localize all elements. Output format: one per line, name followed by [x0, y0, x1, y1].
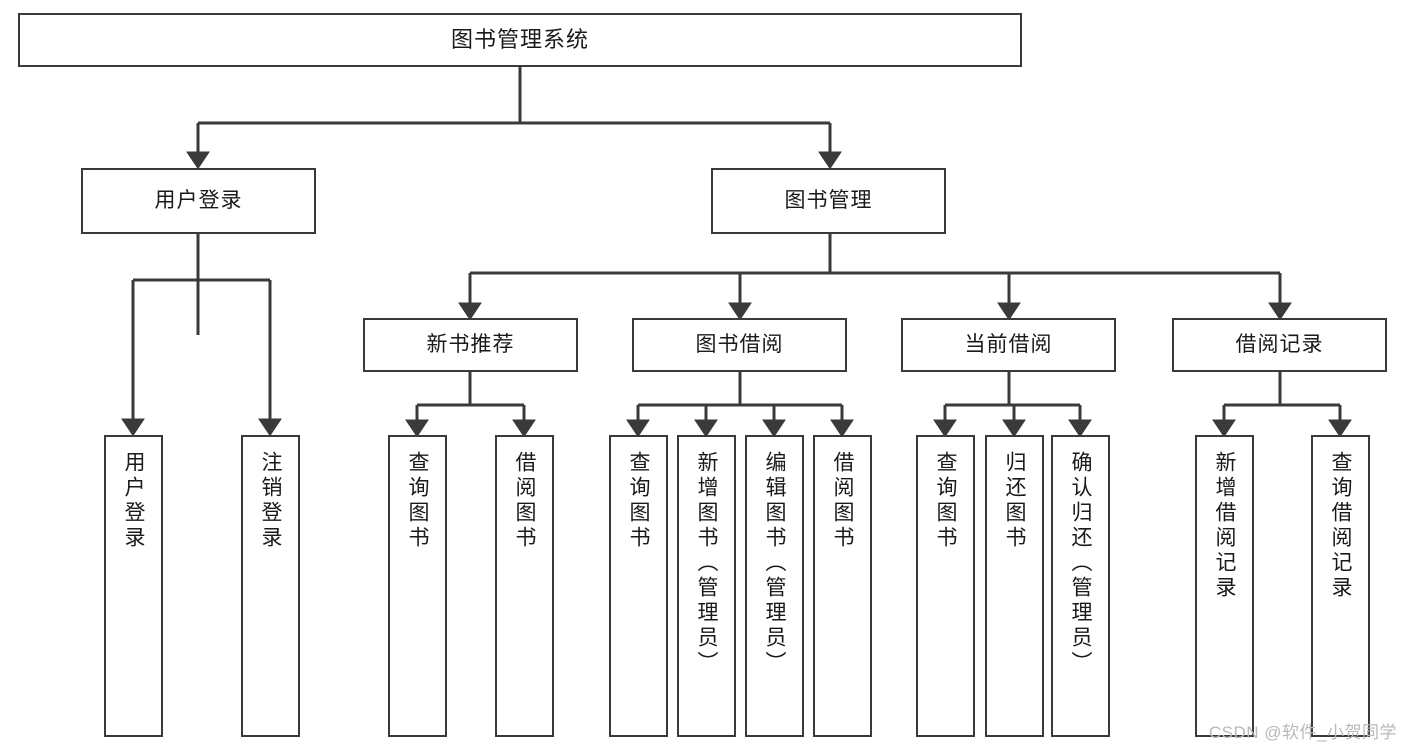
node-leaf-borrow-book-1[interactable]: 借阅图书 — [495, 435, 554, 737]
node-current-borrow[interactable]: 当前借阅 — [901, 318, 1116, 372]
node-leaf-edit-book[interactable]: 编辑图书（管理员） — [745, 435, 804, 737]
node-current-borrow-label: 当前借阅 — [964, 332, 1053, 356]
node-leaf-borrow-book-1-label: 借阅图书 — [513, 451, 536, 551]
node-leaf-logout-login[interactable]: 注销登录 — [241, 435, 300, 737]
node-leaf-query-book-3[interactable]: 查询图书 — [916, 435, 975, 737]
node-leaf-return-book-label: 归还图书 — [1003, 451, 1026, 551]
node-book-management[interactable]: 图书管理 — [711, 168, 946, 234]
node-leaf-add-record-label: 新增借阅记录 — [1213, 451, 1236, 601]
node-book-management-label: 图书管理 — [784, 188, 873, 212]
node-borrow-record[interactable]: 借阅记录 — [1172, 318, 1387, 372]
node-leaf-borrow-book-2-label: 借阅图书 — [831, 451, 854, 551]
node-leaf-query-book-1-label: 查询图书 — [406, 451, 429, 551]
node-leaf-query-record-label: 查询借阅记录 — [1329, 451, 1352, 601]
node-leaf-query-book-2-label: 查询图书 — [627, 451, 650, 551]
node-user-login[interactable]: 用户登录 — [81, 168, 316, 234]
node-leaf-confirm-return-label: 确认归还（管理员） — [1069, 451, 1092, 676]
node-leaf-user-login[interactable]: 用户登录 — [104, 435, 163, 737]
node-new-book-recommend[interactable]: 新书推荐 — [363, 318, 578, 372]
node-leaf-edit-book-label: 编辑图书（管理员） — [763, 451, 786, 676]
node-leaf-add-book-label: 新增图书（管理员） — [695, 451, 718, 676]
node-user-login-label: 用户登录 — [154, 188, 243, 212]
node-leaf-add-record[interactable]: 新增借阅记录 — [1195, 435, 1254, 737]
node-leaf-logout-login-label: 注销登录 — [259, 451, 282, 551]
node-leaf-return-book[interactable]: 归还图书 — [985, 435, 1044, 737]
node-leaf-query-book-2[interactable]: 查询图书 — [609, 435, 668, 737]
node-leaf-borrow-book-2[interactable]: 借阅图书 — [813, 435, 872, 737]
node-leaf-query-record[interactable]: 查询借阅记录 — [1311, 435, 1370, 737]
node-borrow-record-label: 借阅记录 — [1235, 332, 1324, 356]
node-leaf-confirm-return[interactable]: 确认归还（管理员） — [1051, 435, 1110, 737]
node-new-book-recommend-label: 新书推荐 — [426, 332, 515, 356]
node-root-label: 图书管理系统 — [450, 27, 589, 53]
node-root[interactable]: 图书管理系统 — [18, 13, 1022, 67]
node-leaf-user-login-label: 用户登录 — [122, 451, 145, 551]
node-leaf-query-book-1[interactable]: 查询图书 — [388, 435, 447, 737]
watermark-text: CSDN @软件_小贺同学 — [1208, 723, 1397, 742]
node-leaf-query-book-3-label: 查询图书 — [934, 451, 957, 551]
node-book-borrow[interactable]: 图书借阅 — [632, 318, 847, 372]
node-leaf-add-book[interactable]: 新增图书（管理员） — [677, 435, 736, 737]
node-book-borrow-label: 图书借阅 — [695, 332, 784, 356]
